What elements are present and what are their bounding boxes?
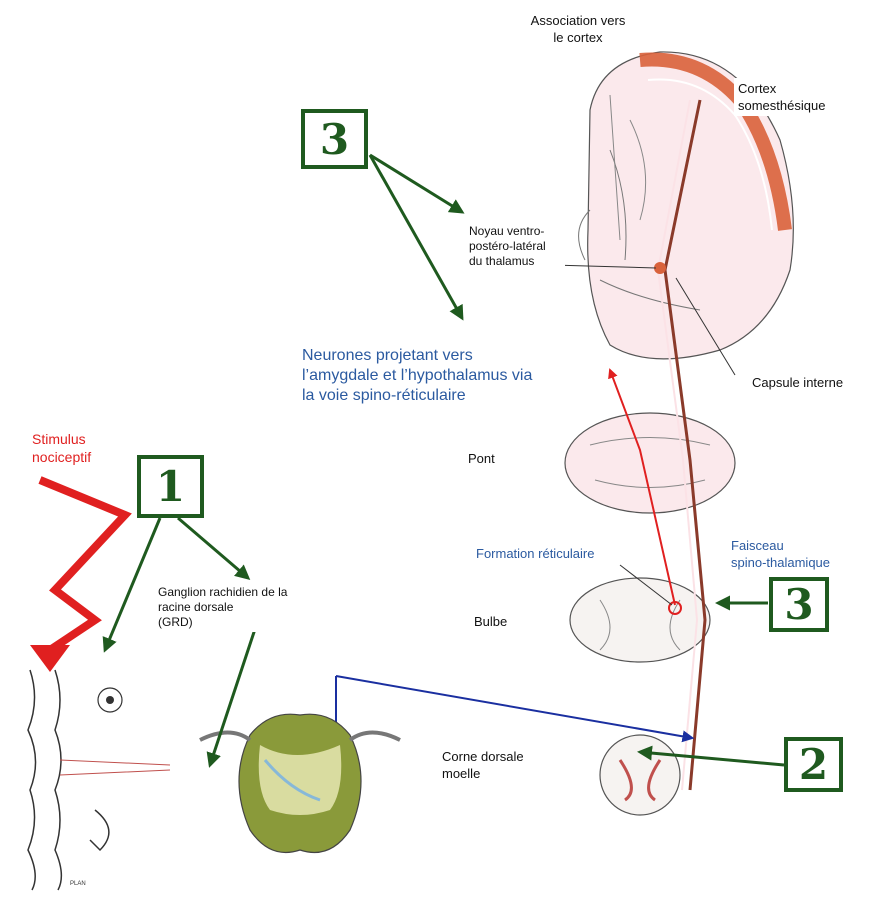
label-ganglion: Ganglion rachidien de la racine dorsale … bbox=[154, 583, 352, 632]
label-stimulus: Stimulus nociceptif bbox=[28, 428, 114, 468]
arrow-1-to-receptor bbox=[105, 518, 160, 650]
receptor-illustration: PLAN bbox=[18, 665, 170, 890]
number-box-3-right: 3 bbox=[769, 577, 829, 632]
label-formation: Formation réticulaire bbox=[472, 543, 640, 564]
arrow-3-to-neurones bbox=[370, 155, 462, 318]
spinal-cord-section-large bbox=[200, 714, 400, 852]
number-box-1: 1 bbox=[137, 455, 204, 518]
label-pont: Pont bbox=[464, 448, 522, 469]
number-box-2: 2 bbox=[784, 737, 843, 792]
label-cortex: Cortex somesthésique bbox=[734, 78, 867, 116]
label-association: Association vers le cortex bbox=[510, 10, 646, 48]
label-neurones: Neurones projetant vers l’amygdale et l’… bbox=[298, 344, 588, 408]
spinal-cord-section-small bbox=[600, 735, 680, 815]
medulla-section bbox=[570, 578, 710, 662]
label-bulbe: Bulbe bbox=[470, 611, 538, 632]
label-capsule: Capsule interne bbox=[748, 372, 876, 393]
label-noyau: Noyau ventro- postéro-latéral du thalamu… bbox=[465, 222, 565, 271]
svg-text:PLAN: PLAN bbox=[70, 881, 86, 887]
link-line bbox=[336, 676, 692, 738]
arrow-3-to-noyau bbox=[370, 155, 462, 212]
label-corne: Corne dorsale moelle bbox=[438, 746, 564, 784]
number-box-3-top: 3 bbox=[301, 109, 368, 169]
arrow-1-to-ganglion bbox=[178, 518, 248, 578]
stimulus-zigzag bbox=[40, 480, 125, 650]
label-faisceau: Faisceau spino-thalamique bbox=[727, 535, 865, 573]
